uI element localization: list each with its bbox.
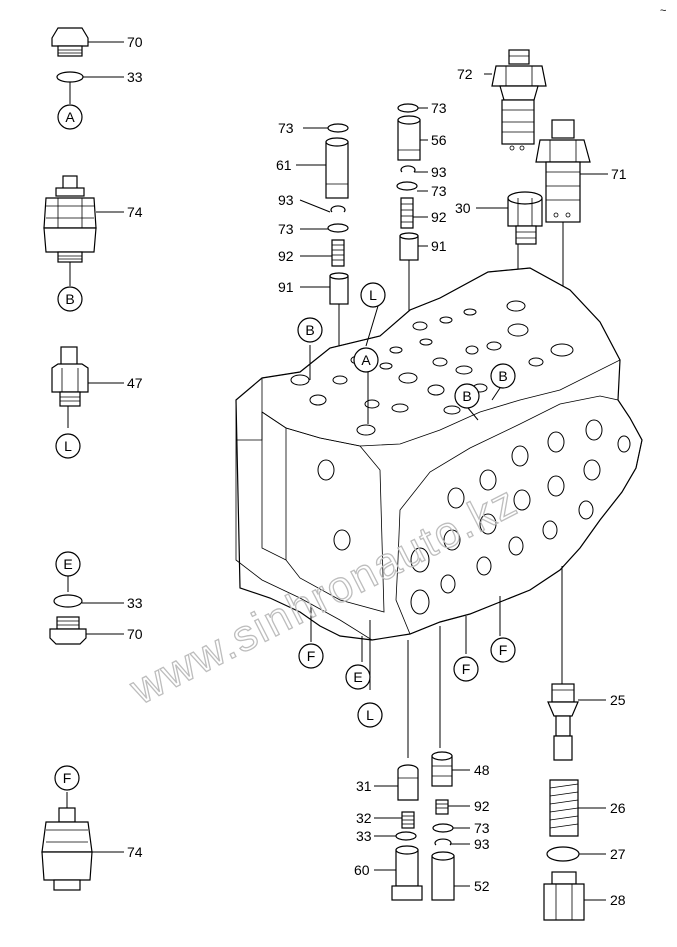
plug-31 — [374, 764, 419, 801]
callout-92: 92 — [431, 209, 447, 225]
relief-valve-74-bottom — [41, 792, 124, 891]
ref-marker-l: L — [366, 707, 374, 723]
o-ring-27 — [546, 846, 606, 862]
ref-marker-b: B — [305, 322, 314, 338]
relief-valve-74-top — [43, 175, 124, 286]
o-ring-33-mid — [53, 576, 124, 608]
callout-91: 91 — [278, 279, 294, 295]
spool-48 — [431, 751, 470, 787]
side-port-holes — [317, 419, 631, 615]
plug-52 — [431, 851, 470, 901]
callout-25: 25 — [610, 692, 626, 708]
callout-70: 70 — [127, 34, 143, 50]
callout-73: 73 — [474, 820, 490, 836]
callout-91: 91 — [431, 238, 447, 254]
callout-33: 33 — [127, 595, 143, 611]
callout-32: 32 — [356, 810, 372, 826]
ref-marker-e: E — [63, 556, 72, 572]
top-port-holes — [290, 300, 574, 436]
ref-marker-b: B — [498, 368, 507, 384]
plug-70-bottom — [49, 616, 124, 645]
callout-93: 93 — [431, 164, 447, 180]
callout-74: 74 — [127, 204, 143, 220]
callout-73: 73 — [431, 100, 447, 116]
spring-32 — [374, 811, 415, 829]
callout-72: 72 — [457, 66, 473, 82]
callout-71: 71 — [611, 166, 627, 182]
callout-33: 33 — [127, 69, 143, 85]
callout-48: 48 — [474, 762, 490, 778]
callout-70: 70 — [127, 626, 143, 642]
callout-28: 28 — [610, 892, 626, 908]
reference-markers: A B L E F L B A B B F E L F F — [54, 104, 516, 791]
callout-31: 31 — [356, 778, 372, 794]
callout-92: 92 — [278, 248, 294, 264]
o-ring-73-bottom — [432, 823, 470, 833]
callout-73: 73 — [278, 120, 294, 136]
plug-28 — [543, 871, 606, 921]
spring-26 — [549, 779, 606, 837]
spring-92-bottom — [435, 799, 470, 815]
ref-marker-l: L — [64, 438, 72, 454]
ref-marker-b: B — [65, 291, 74, 307]
callout-30: 30 — [455, 200, 471, 216]
callout-56: 56 — [431, 132, 447, 148]
ref-marker-a: A — [361, 352, 371, 368]
plug-60 — [374, 845, 423, 901]
callout-61: 61 — [276, 157, 292, 173]
ref-marker-a: A — [65, 109, 75, 125]
o-ring-33-top — [56, 71, 124, 104]
callout-33: 33 — [356, 828, 372, 844]
callout-26: 26 — [610, 800, 626, 816]
callout-60: 60 — [354, 862, 370, 878]
callout-27: 27 — [610, 846, 626, 862]
ref-marker-f: F — [462, 661, 471, 677]
ref-marker-f: F — [63, 770, 72, 786]
ring-93-bottom — [434, 838, 470, 846]
stack-61 — [296, 123, 349, 372]
plug-70-top — [51, 27, 124, 57]
callout-73: 73 — [278, 221, 294, 237]
callout-labels: 70 33 74 47 33 70 74 73 61 93 73 92 91 7… — [127, 34, 627, 908]
callout-93: 93 — [278, 192, 294, 208]
valve-72 — [484, 49, 547, 151]
callout-47: 47 — [127, 375, 143, 391]
ref-marker-f: F — [307, 648, 316, 664]
ref-marker-b: B — [462, 388, 471, 404]
ref-marker-f: F — [499, 642, 508, 658]
ref-marker-e: E — [353, 669, 362, 685]
corner-mark: ~ — [660, 5, 666, 17]
control-valve-body — [235, 267, 643, 641]
stack-56 — [396, 103, 428, 378]
leader-lines-lower — [309, 305, 563, 758]
callout-92: 92 — [474, 798, 490, 814]
callout-52: 52 — [474, 878, 490, 894]
spool-25 — [547, 683, 606, 761]
ref-marker-l: L — [369, 287, 377, 303]
callout-93: 93 — [474, 836, 490, 852]
callout-74: 74 — [127, 844, 143, 860]
valve-47 — [51, 346, 124, 428]
o-ring-33-bottom — [374, 831, 417, 841]
callout-73: 73 — [431, 183, 447, 199]
